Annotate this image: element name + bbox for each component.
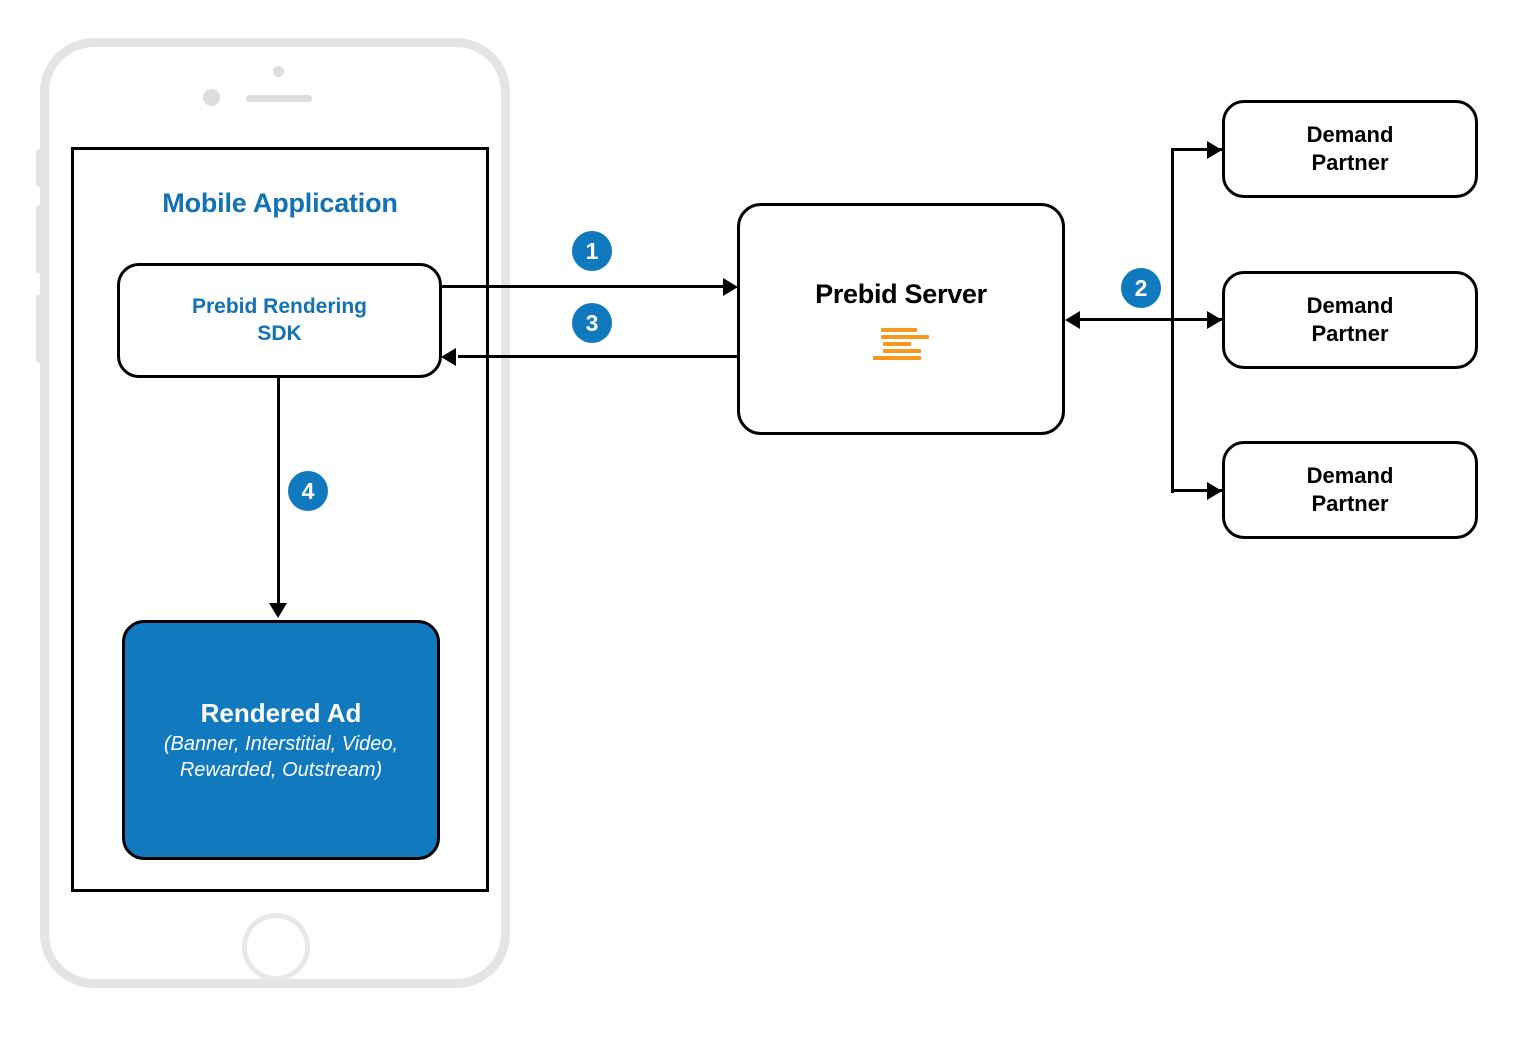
prebid-rendering-sdk-box[interactable]: Prebid Rendering SDK [117,263,442,378]
step-badge-4: 4 [288,471,328,511]
step-badge-1: 1 [572,231,612,271]
prebid-server-title: Prebid Server [815,278,987,309]
connector-line-step-1 [441,285,724,288]
demand-partner-2-line1: Demand [1306,293,1394,319]
rendered-ad-box[interactable]: Rendered Ad (Banner, Interstitial, Video… [122,620,440,860]
arrowhead-step-3 [441,348,456,366]
demand-partner-box-2[interactable]: Demand Partner [1222,271,1478,369]
volume-down-button[interactable] [36,295,41,363]
demand-partner-box-3[interactable]: Demand Partner [1222,441,1478,539]
arrowhead-step-1 [723,278,738,296]
connector-bus-vertical [1171,148,1174,493]
silence-switch-icon[interactable] [36,149,41,187]
rendered-ad-subtitle-line2: Rewarded, Outstream) [179,759,383,782]
demand-partner-1-line1: Demand [1306,122,1394,148]
mobile-application-title: Mobile Application [162,188,398,218]
proximity-sensor-icon [273,66,284,77]
sdk-label-line1: Prebid Rendering [191,294,368,318]
sdk-label-line2: SDK [257,321,302,345]
front-camera-icon [203,89,220,106]
connector-line-partner-1 [1171,148,1222,151]
step-badge-2: 2 [1121,268,1161,308]
demand-partner-box-1[interactable]: Demand Partner [1222,100,1478,198]
demand-partner-3-line2: Partner [1311,491,1389,516]
connector-line-step-2 [1068,318,1222,321]
arrowhead-step-2-right [1207,311,1222,329]
arrowhead-partner-1 [1207,141,1222,159]
prebid-logo-icon [873,327,929,360]
connector-line-step-3 [458,355,740,358]
home-button[interactable] [242,913,310,981]
arrowhead-step-2-left [1065,311,1080,329]
rendered-ad-subtitle-line1: (Banner, Interstitial, Video, [163,733,399,756]
arrowhead-step-4 [269,603,287,618]
connector-line-step-4 [277,378,280,605]
arrowhead-partner-3 [1207,482,1222,500]
demand-partner-3-line1: Demand [1306,463,1394,489]
demand-partner-2-line2: Partner [1311,321,1389,346]
connector-line-partner-3 [1171,489,1222,492]
earpiece-speaker-icon [246,95,312,102]
step-badge-3: 3 [572,303,612,343]
prebid-server-box[interactable]: Prebid Server [737,203,1065,435]
rendered-ad-title: Rendered Ad [200,697,362,728]
demand-partner-1-line2: Partner [1311,150,1389,175]
volume-up-button[interactable] [36,205,41,273]
